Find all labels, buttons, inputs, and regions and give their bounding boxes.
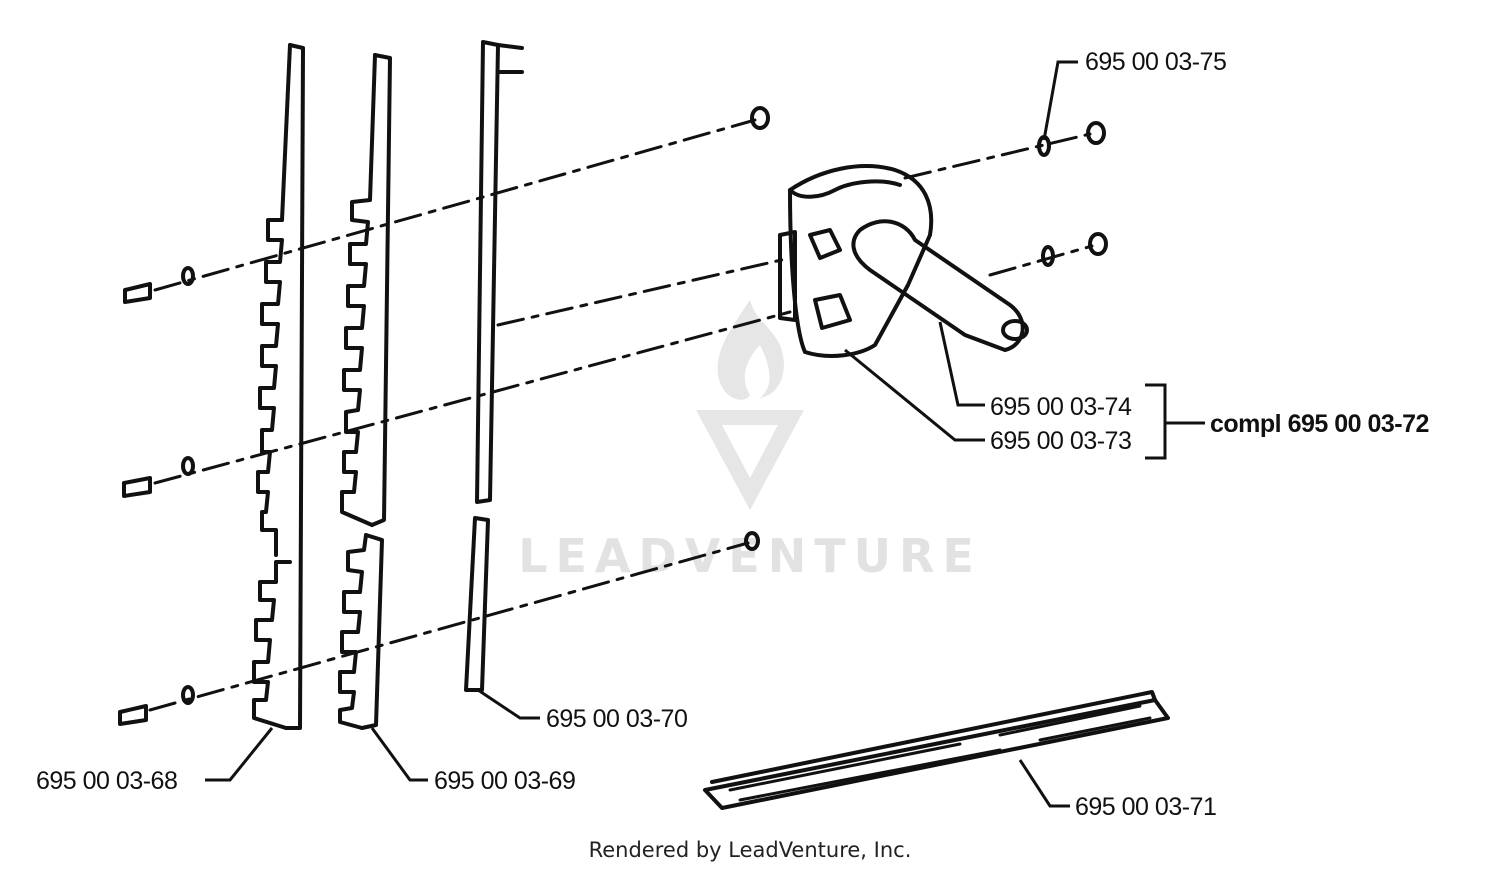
label-assembly-72: compl 695 00 03-72 xyxy=(1210,410,1429,438)
blade-69 xyxy=(338,53,392,730)
leader-lines xyxy=(205,60,1205,808)
assembly-lines xyxy=(148,118,1094,712)
watermark-text: LEADVENTURE xyxy=(518,529,982,583)
fasteners xyxy=(118,106,1108,726)
label-part-70: 695 00 03-70 xyxy=(546,705,687,733)
label-part-75: 695 00 03-75 xyxy=(1085,48,1226,76)
watermark: LEADVENTURE xyxy=(518,300,982,583)
label-part-68: 695 00 03-68 xyxy=(36,767,177,795)
label-part-71: 695 00 03-71 xyxy=(1075,793,1216,821)
blade-68 xyxy=(252,43,305,730)
handle-assembly xyxy=(778,164,1029,358)
bar-70 xyxy=(464,40,524,692)
label-part-69: 695 00 03-69 xyxy=(434,767,575,795)
label-part-74: 695 00 03-74 xyxy=(990,393,1132,421)
scraper-71 xyxy=(703,690,1170,810)
label-part-73: 695 00 03-73 xyxy=(990,427,1131,455)
footer-credit: Rendered by LeadVenture, Inc. xyxy=(588,838,912,862)
